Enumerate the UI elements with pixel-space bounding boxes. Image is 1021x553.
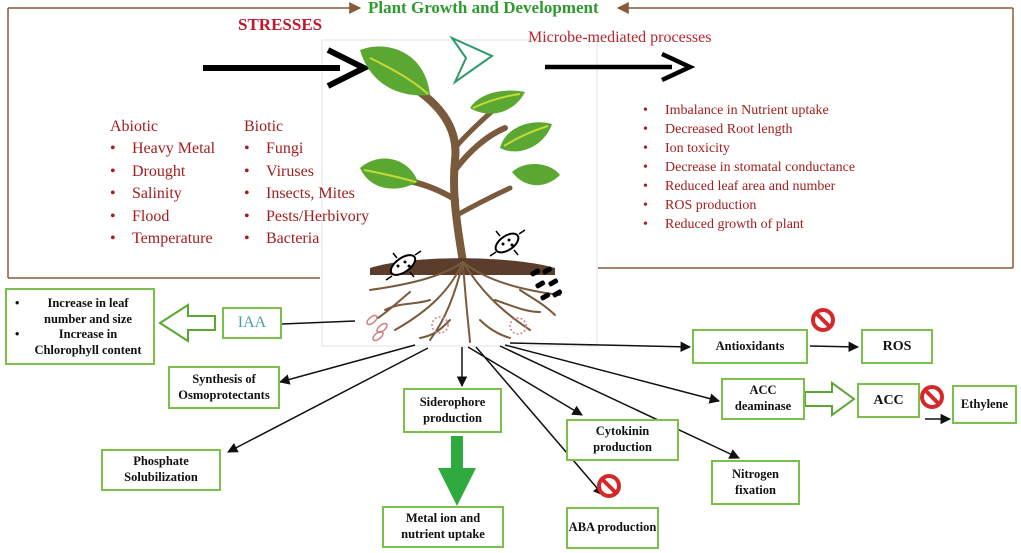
list-item: Heavy Metal [110, 138, 215, 161]
aba-box: ABA production [566, 507, 659, 549]
osmoprotectants-box: Synthesis of Osmoprotectants [168, 366, 280, 409]
siderophore-box: Siderophore production [403, 388, 502, 433]
phosphate-box: Phosphate Solubilization [101, 449, 221, 491]
prohibition-icon [920, 385, 944, 409]
list-item: ROS production [643, 196, 855, 215]
green-down-arrow-icon [438, 436, 476, 506]
hollow-left-arrow-icon [158, 303, 216, 343]
list-item: Temperature [110, 228, 215, 251]
ros-box: ROS [861, 329, 933, 364]
hollow-right-arrow-icon [804, 381, 856, 417]
connector-arrows [227, 320, 952, 496]
big-right-arrow-icon [545, 51, 696, 83]
metal-ion-box: Metal ion and nutrient uptake [382, 506, 504, 548]
diagram-title: Plant Growth and Development [368, 0, 599, 17]
list-item: Ion toxicity [643, 139, 855, 158]
list-item: Increase in leaf number and size [11, 296, 149, 327]
list-item: Insects, Mites [244, 183, 369, 206]
list-item: Bacteria [244, 228, 369, 251]
stress-effects-list: Imbalance in Nutrient uptake Decreased R… [643, 101, 855, 234]
acc-box: ACC [857, 383, 920, 418]
list-item: Decrease in stomatal conductance [643, 158, 855, 177]
biotic-header: Biotic [244, 118, 284, 135]
list-item: Salinity [110, 183, 215, 206]
prohibition-icon [811, 308, 835, 332]
leaf-effects-box: Increase in leaf number and size Increas… [5, 288, 155, 365]
list-item: Increase in Chlorophyll content [11, 327, 149, 358]
big-right-arrow-icon [203, 47, 371, 89]
list-item: Decreased Root length [643, 120, 855, 139]
outer-frame [7, 1, 1014, 279]
nitrogen-fixation-box: Nitrogen fixation [711, 460, 800, 505]
iaa-box: IAA [222, 307, 282, 339]
abiotic-header: Abiotic [110, 118, 158, 135]
bacterium-icon [385, 250, 422, 281]
list-item: Imbalance in Nutrient uptake [643, 101, 855, 120]
plant-illustration [360, 46, 561, 343]
abiotic-list: Heavy Metal Drought Salinity Flood Tempe… [110, 138, 215, 251]
list-item: Reduced growth of plant [643, 215, 855, 234]
ethylene-box: Ethylene [952, 385, 1017, 424]
hollow-arrowhead-icon [449, 35, 495, 85]
bacteria-cluster-icon [530, 266, 563, 301]
list-item: Fungi [244, 138, 369, 161]
list-item: Pests/Herbivory [244, 206, 369, 229]
stresses-label: STRESSES [238, 15, 323, 34]
biotic-list: Fungi Viruses Insects, Mites Pests/Herbi… [244, 138, 369, 251]
prohibition-icon [597, 474, 621, 498]
list-item: Flood [110, 206, 215, 229]
list-item: Viruses [244, 161, 369, 184]
list-item: Drought [110, 161, 215, 184]
list-item: Reduced leaf area and number [643, 177, 855, 196]
acc-deaminase-box: ACC deaminase [721, 378, 805, 420]
antioxidants-box: Antioxidants [692, 329, 808, 364]
cytokinin-box: Cytokinin production [566, 419, 679, 461]
bacterium-icon [489, 229, 526, 257]
microbe-processes-label: Microbe-mediated processes [528, 29, 712, 46]
